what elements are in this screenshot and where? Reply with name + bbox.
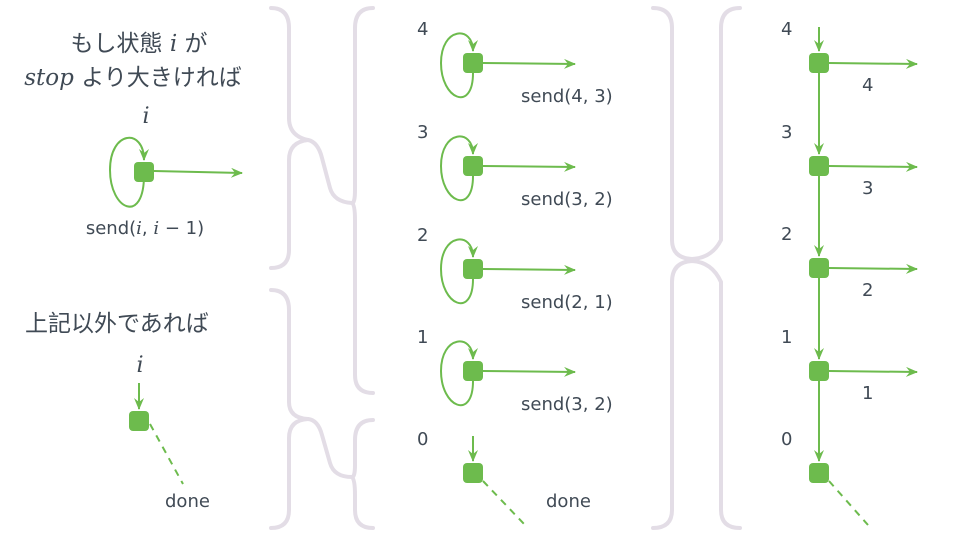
state-label: 0 <box>417 429 429 450</box>
send-edge <box>482 161 576 172</box>
state-node <box>809 156 829 176</box>
done-edge <box>828 480 869 526</box>
brace-left-top-lower <box>269 138 310 270</box>
output-label: 1 <box>862 383 874 404</box>
state-node <box>809 53 829 73</box>
state-node <box>463 156 483 176</box>
middle-graph <box>439 32 576 526</box>
title-text: もし状態 <box>70 31 163 57</box>
state-label: 2 <box>417 225 429 246</box>
output-label: 2 <box>862 280 874 301</box>
send-label: send(3, 2) <box>521 189 613 210</box>
send-edge <box>153 167 243 178</box>
state-node <box>809 361 829 381</box>
done-edge <box>149 423 184 485</box>
state-node <box>129 411 149 431</box>
state-label: 0 <box>781 429 793 450</box>
brace-mid-lower <box>350 201 375 395</box>
self-loop-edge <box>439 238 478 305</box>
variable-stop: stop <box>24 65 74 91</box>
output-edge <box>828 161 918 172</box>
self-loop-edge <box>108 136 149 208</box>
title-text: より大きければ <box>81 65 242 91</box>
state-node <box>463 361 483 381</box>
self-loop-edge <box>439 340 478 407</box>
state-node <box>809 258 829 278</box>
send-label: send(2, 1) <box>521 292 613 313</box>
case1-send-label: send(i, i − 1) <box>85 218 205 239</box>
state-node <box>463 463 483 483</box>
case2-input-label: i <box>136 353 144 378</box>
state-label: 3 <box>781 122 793 143</box>
done-edge <box>482 480 526 526</box>
brace-left-bottom-lower <box>269 417 310 530</box>
braces <box>269 6 742 530</box>
state-label: 1 <box>781 327 793 348</box>
state-node <box>134 162 154 182</box>
state-label: 2 <box>781 224 793 245</box>
output-edge <box>828 263 918 274</box>
state-node <box>463 259 483 279</box>
send-edge <box>482 366 576 377</box>
case2-done-label: done <box>165 491 210 512</box>
title-text: が <box>184 31 208 57</box>
case1-input-label: i <box>142 104 150 129</box>
case1-graph <box>108 136 243 208</box>
send-label: send(4, 3) <box>521 86 613 107</box>
case1-title-line2: stop より大きければ <box>24 58 241 92</box>
state-label: 4 <box>781 19 793 40</box>
brace-left-bottom <box>269 288 375 480</box>
right-graph <box>809 27 918 526</box>
case2-graph <box>129 383 184 485</box>
brace-mid-bottom-lower <box>350 475 375 530</box>
send-label: send(3, 2) <box>521 394 613 415</box>
brace-left-top <box>269 6 375 206</box>
brace-right-bottom <box>651 258 742 530</box>
send-edge <box>482 264 576 275</box>
state-node <box>463 53 483 73</box>
state-label: 4 <box>417 19 429 40</box>
case2-title: 上記以外であれば <box>25 311 209 337</box>
state-label: 3 <box>417 122 429 143</box>
output-edge <box>828 366 918 377</box>
state-label: 1 <box>417 327 429 348</box>
self-loop-edge <box>439 135 478 202</box>
done-label: done <box>546 491 591 512</box>
output-label: 4 <box>862 75 874 96</box>
state-node <box>809 463 829 483</box>
variable-i: i <box>169 31 178 57</box>
brace-right-top <box>651 6 742 262</box>
output-label: 3 <box>862 178 874 199</box>
case1-title-line1: もし状態 i が <box>71 24 208 58</box>
output-edge <box>828 58 918 69</box>
send-edge <box>482 58 576 69</box>
self-loop-edge <box>439 32 478 99</box>
